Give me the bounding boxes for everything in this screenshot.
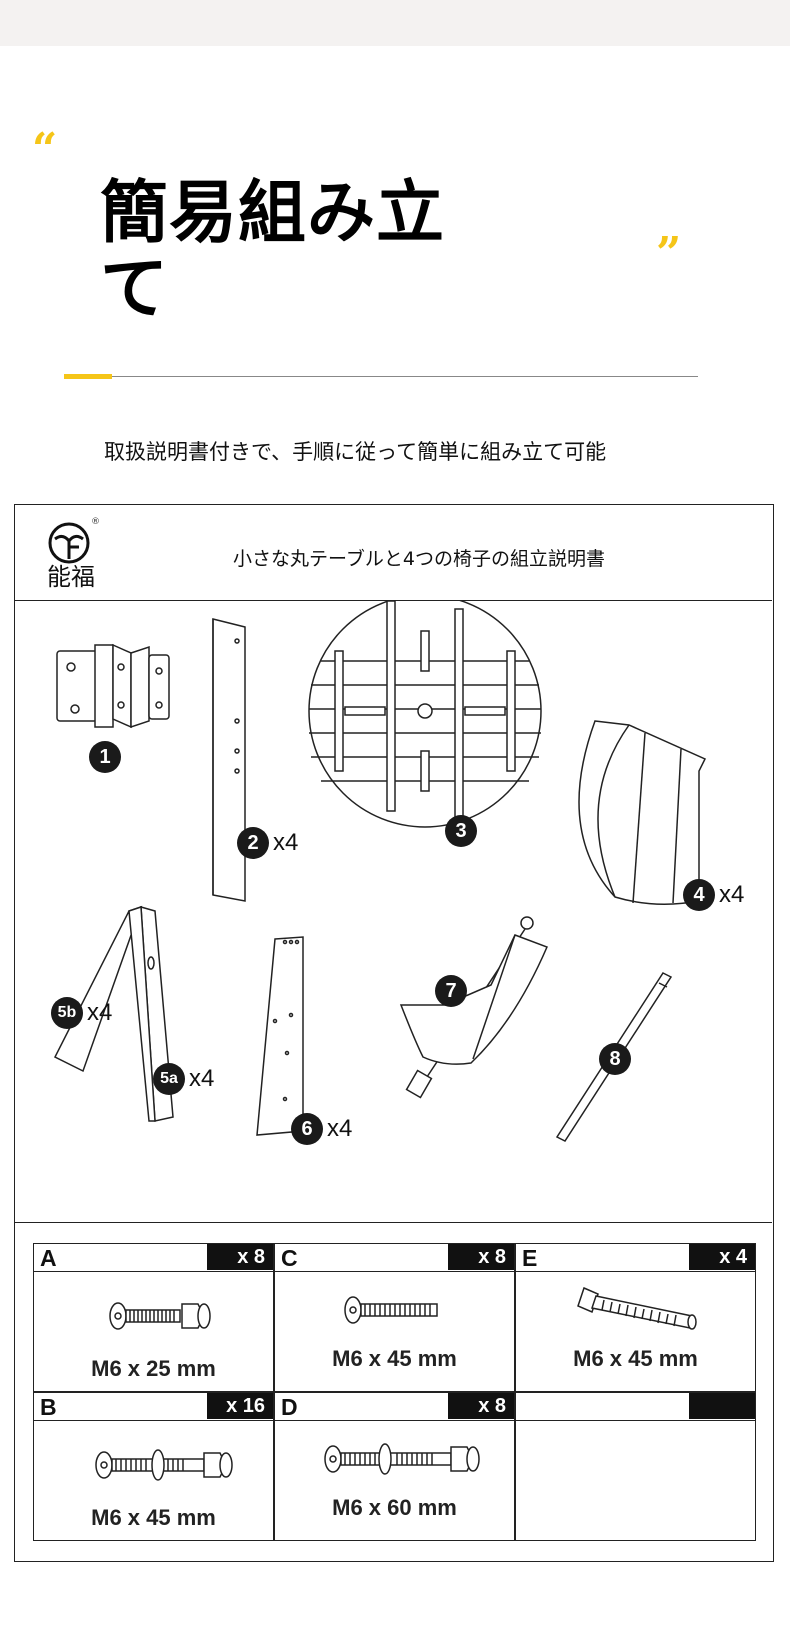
hardware-letter: D bbox=[281, 1394, 298, 1420]
part-number-badge: 1 bbox=[89, 741, 121, 773]
part-6-slat-drawing bbox=[256, 936, 304, 1136]
sheet-title: 小さな丸テーブルと4つの椅子の組立説明書 bbox=[233, 548, 605, 570]
brand-logo-icon bbox=[48, 522, 90, 564]
part-3-tabletop-drawing bbox=[308, 601, 542, 828]
hardware-cell-header: A x 8 bbox=[34, 1244, 273, 1272]
part-1-bracket-drawing bbox=[56, 643, 170, 729]
part-label-5a: 5a x4 bbox=[153, 1063, 214, 1095]
hardware-cell-header bbox=[516, 1393, 755, 1421]
hardware-cell-header: D x 8 bbox=[275, 1393, 514, 1421]
hardware-letter: B bbox=[40, 1394, 57, 1420]
part-number-badge: 6 bbox=[291, 1113, 323, 1145]
hardware-size: M6 x 45 mm bbox=[573, 1346, 698, 1371]
part-number-badge: 4 bbox=[683, 879, 715, 911]
part-label-1: 1 bbox=[89, 741, 125, 773]
hardware-size: M6 x 25 mm bbox=[91, 1356, 216, 1381]
part-quantity: x4 bbox=[189, 1065, 215, 1092]
page-title: 簡易組み立て bbox=[100, 174, 446, 329]
parts-area: 1 2 x4 3 4 x4 5b x4 5a x4 6 x4 7 bbox=[15, 601, 772, 1223]
hardware-cell-header: B x 16 bbox=[34, 1393, 273, 1421]
hardware-cell-d: D x 8 M6 x 60 mm bbox=[274, 1392, 515, 1541]
part-quantity: x4 bbox=[327, 1115, 353, 1142]
part-label-7: 7 bbox=[435, 975, 471, 1007]
bolt-c-icon bbox=[344, 1296, 438, 1324]
hardware-count-badge: x 16 bbox=[207, 1393, 273, 1419]
part-number-badge: 2 bbox=[237, 827, 269, 859]
hardware-cell-b: B x 16 M6 x 45 mm bbox=[33, 1392, 274, 1541]
bolt-e-icon bbox=[577, 1286, 697, 1330]
part-label-3: 3 bbox=[445, 815, 481, 847]
instruction-sheet: ® 能福 小さな丸テーブルと4つの椅子の組立説明書 bbox=[14, 504, 774, 1562]
hardware-count-badge: x 8 bbox=[448, 1244, 514, 1270]
top-band bbox=[0, 0, 790, 46]
hardware-size: M6 x 45 mm bbox=[332, 1346, 457, 1371]
hardware-count-badge: x 4 bbox=[689, 1244, 755, 1270]
sheet-header: ® 能福 小さな丸テーブルと4つの椅子の組立説明書 bbox=[15, 505, 772, 601]
divider-line bbox=[64, 376, 698, 377]
part-label-5b: 5b x4 bbox=[51, 997, 112, 1029]
hardware-cell-header: E x 4 bbox=[516, 1244, 755, 1272]
hardware-grid: A x 8 M6 x 25 mm C x 8 bbox=[33, 1243, 756, 1541]
part-quantity: x4 bbox=[719, 881, 745, 908]
hardware-letter: C bbox=[281, 1245, 298, 1271]
hardware-count-badge: x 8 bbox=[207, 1244, 273, 1270]
subtitle: 取扱説明書付きで、手順に従って簡単に組み立て可能 bbox=[104, 440, 607, 464]
hardware-cell-header: C x 8 bbox=[275, 1244, 514, 1272]
part-label-8: 8 bbox=[599, 1043, 635, 1075]
parts-drawing bbox=[53, 601, 707, 1142]
hardware-cell-c: C x 8 M6 x 45 mm bbox=[274, 1243, 515, 1392]
part-number-badge: 5a bbox=[153, 1063, 185, 1095]
part-2-leg-drawing bbox=[212, 618, 246, 902]
registered-mark: ® bbox=[91, 517, 100, 527]
part-number-badge: 8 bbox=[599, 1043, 631, 1075]
hardware-cell-empty bbox=[515, 1392, 756, 1541]
quote-open-mark: “ bbox=[32, 124, 58, 175]
hardware-cell-a: A x 8 M6 x 25 mm bbox=[33, 1243, 274, 1392]
part-number-badge: 5b bbox=[51, 997, 83, 1029]
hardware-count-badge: x 8 bbox=[448, 1393, 514, 1419]
part-quantity: x4 bbox=[87, 999, 113, 1026]
quote-close-mark: ” bbox=[656, 228, 682, 279]
hardware-letter: A bbox=[40, 1245, 57, 1271]
hardware-size: M6 x 60 mm bbox=[332, 1495, 457, 1520]
brand-name: 能福 bbox=[47, 563, 95, 591]
hardware-size: M6 x 45 mm bbox=[91, 1505, 216, 1530]
part-4-seat-drawing bbox=[578, 720, 707, 905]
part-quantity: x4 bbox=[273, 829, 299, 856]
bolt-b-icon bbox=[95, 1449, 233, 1481]
hardware-cell-e: E x 4 M6 x 45 mm bbox=[515, 1243, 756, 1392]
divider-accent bbox=[64, 374, 112, 379]
bolt-d-icon bbox=[324, 1443, 480, 1475]
part-number-badge: 7 bbox=[435, 975, 467, 1007]
part-7-umbrella-drawing bbox=[399, 916, 549, 1099]
part-number-badge: 3 bbox=[445, 815, 477, 847]
part-label-4: 4 x4 bbox=[683, 879, 744, 911]
bolt-a-icon bbox=[109, 1302, 211, 1330]
part-label-6: 6 x4 bbox=[291, 1113, 352, 1145]
hardware-letter: E bbox=[522, 1245, 538, 1271]
part-label-2: 2 x4 bbox=[237, 827, 298, 859]
hardware-count-badge bbox=[689, 1393, 755, 1419]
